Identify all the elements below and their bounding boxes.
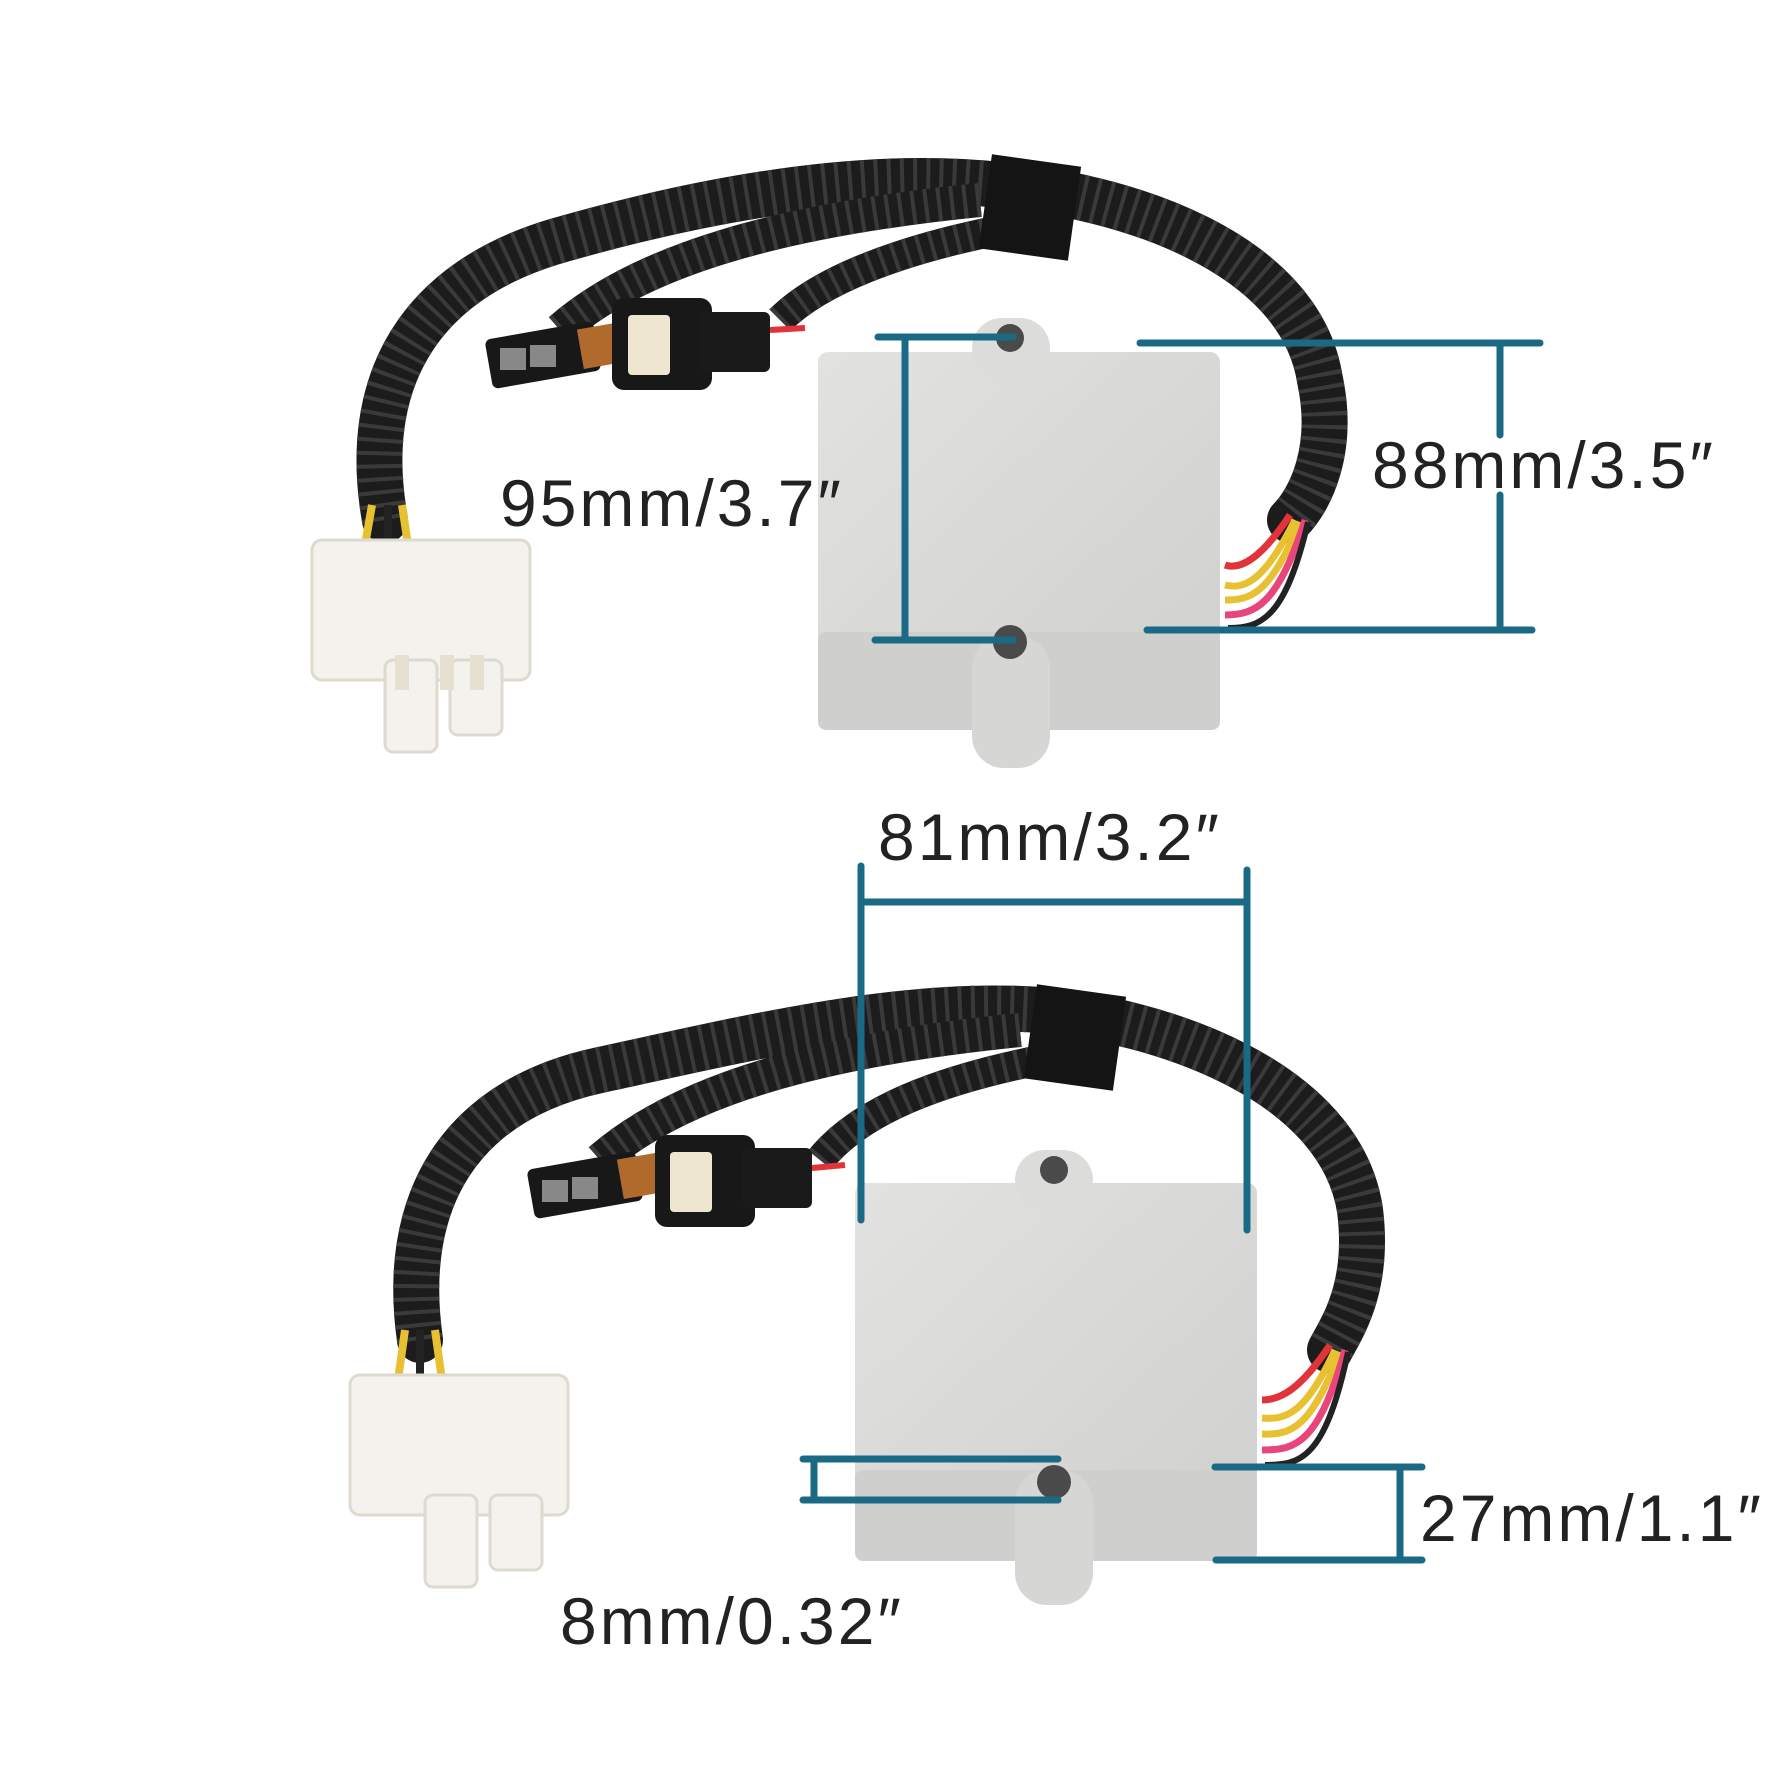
height-label: 27mm/1.1″: [1420, 1481, 1764, 1555]
hole-diameter-label: 8mm/0.32″: [560, 1584, 904, 1658]
two-pin-connector: [485, 320, 634, 389]
dimension-line-width: [857, 862, 1251, 1234]
dimension-line-hole-diameter: [799, 1455, 1062, 1504]
regulator-housing: [818, 318, 1220, 768]
dimension-line-length: [871, 333, 1017, 644]
wiring-harness: [356, 158, 1348, 543]
colored-wires: [1261, 1343, 1351, 1468]
regulator-housing: [855, 1150, 1257, 1605]
bottom-unit: [348, 984, 1385, 1605]
three-pin-connector: [655, 1135, 846, 1227]
width-label: 81mm/3.2″: [878, 800, 1222, 874]
dimension-line-hole-spacing: [1136, 339, 1544, 634]
dimension-line-height: [1211, 1463, 1426, 1564]
two-pin-connector: [527, 1150, 674, 1219]
white-plug-connector: [310, 504, 532, 754]
top-unit: [310, 154, 1348, 768]
white-plug-connector: [348, 1329, 570, 1589]
length-label: 95mm/3.7″: [500, 466, 844, 540]
hole-spacing-label: 88mm/3.5″: [1372, 428, 1716, 502]
colored-wires: [1223, 513, 1311, 631]
three-pin-connector: [612, 298, 806, 390]
